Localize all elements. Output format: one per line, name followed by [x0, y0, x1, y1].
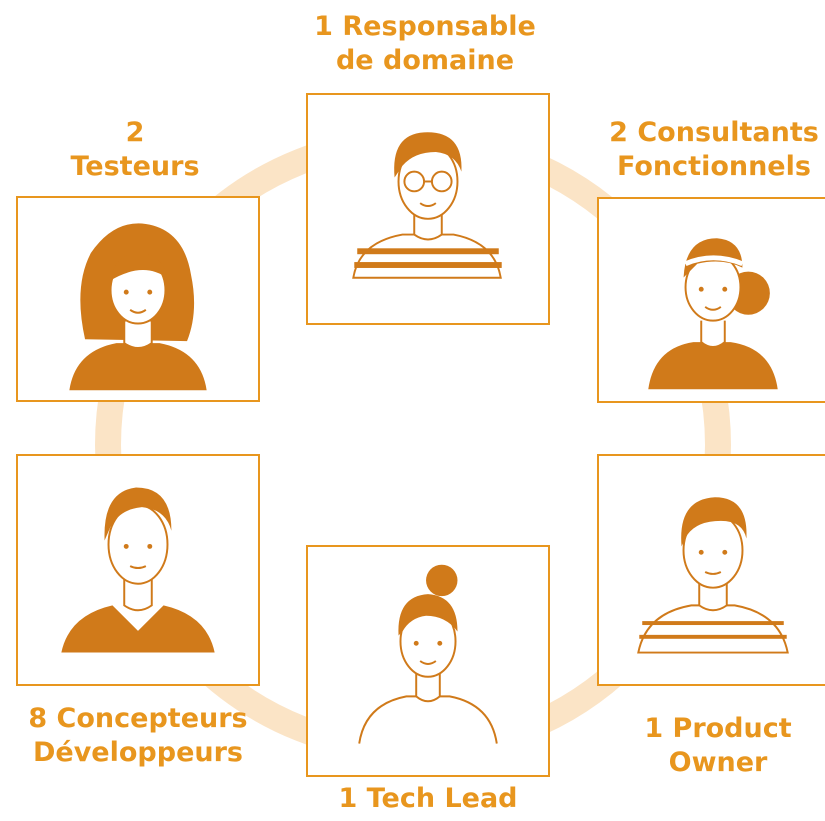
role-label-line: Fonctionnels — [617, 151, 811, 182]
role-label-testers: 2 Testeurs — [40, 116, 230, 184]
role-label-line: 8 Concepteurs — [28, 703, 248, 734]
role-label-line: 2 Consultants — [609, 117, 819, 148]
woman-top-bun-icon — [358, 564, 498, 744]
role-label-line: Développeurs — [32, 737, 243, 768]
role-label-line: de domaine — [335, 45, 515, 76]
woman-headband-bun-icon — [648, 238, 778, 390]
role-label-line: 1 Responsable — [314, 11, 536, 42]
role-label-line: Testeurs — [70, 151, 200, 182]
role-label-line: Owner — [668, 747, 768, 778]
role-label-tech-lead: 1 Tech Lead — [318, 782, 538, 816]
role-card-functional-consultants — [597, 197, 825, 403]
man-striped-shirt-icon — [637, 497, 789, 654]
role-card-product-owner — [597, 454, 825, 686]
role-label-domain-lead: 1 Responsable de domaine — [290, 10, 560, 78]
man-vneck-icon — [61, 487, 215, 653]
role-label-line: 2 — [125, 117, 145, 148]
role-label-functional-consultants: 2 Consultants Fonctionnels — [603, 116, 825, 184]
role-card-developers — [16, 454, 260, 686]
role-label-line: 1 Product — [644, 713, 792, 744]
role-card-testers — [16, 196, 260, 402]
role-label-line: 1 Tech Lead — [338, 783, 518, 814]
role-card-tech-lead — [306, 545, 550, 777]
role-label-product-owner: 1 Product Owner — [628, 712, 808, 780]
role-card-domain-lead — [306, 93, 550, 325]
man-glasses-striped-shirt-icon — [352, 132, 502, 279]
role-label-developers: 8 Concepteurs Développeurs — [8, 702, 268, 770]
woman-long-hair-icon — [69, 223, 207, 391]
